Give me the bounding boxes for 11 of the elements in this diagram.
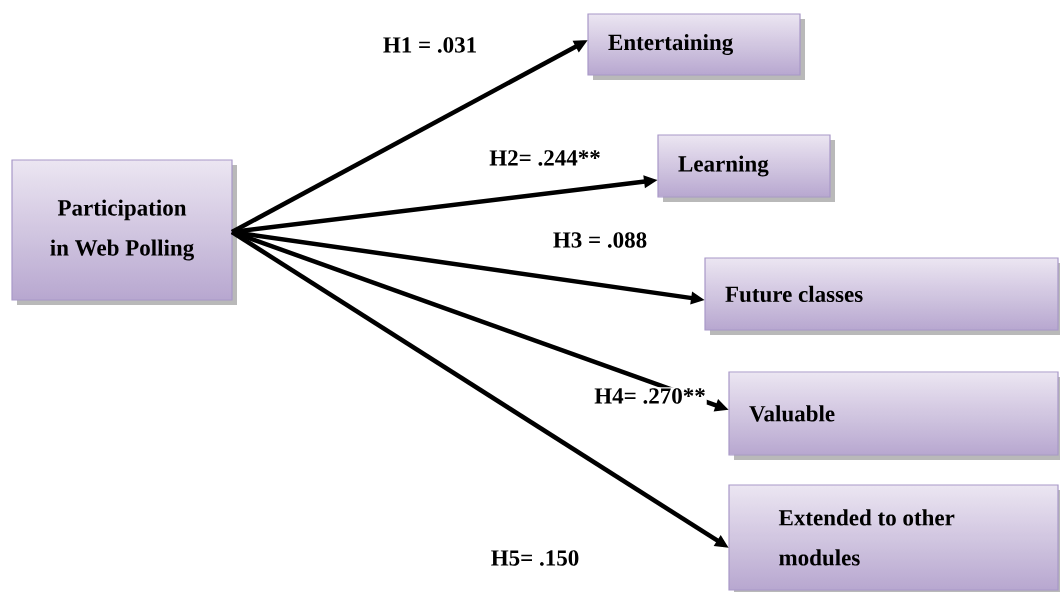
edge-label: H5= .150 xyxy=(489,549,581,567)
process-box: Future classes xyxy=(704,257,1060,335)
process-box: Participation in Web Polling xyxy=(11,159,237,305)
edge-label: H3 = .088 xyxy=(551,231,649,249)
process-box: Valuable xyxy=(728,371,1060,460)
edge-label: H4= .270** xyxy=(593,387,707,405)
process-box: Learning xyxy=(657,134,835,202)
process-box: Extended to other modules xyxy=(728,484,1060,592)
edge-label: H2= .244** xyxy=(488,149,602,167)
edge-label: H1 = .031 xyxy=(381,36,479,54)
process-box: Entertaining xyxy=(587,13,805,80)
